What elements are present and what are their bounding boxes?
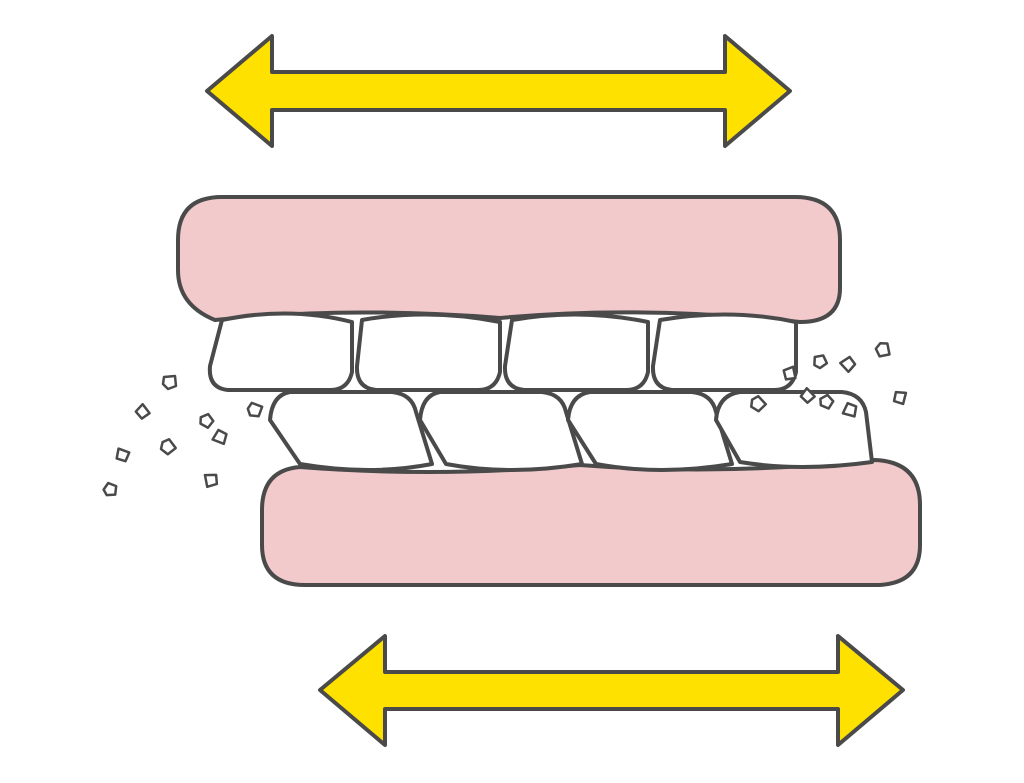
lower-double-arrow [318, 634, 905, 747]
tooth-fragment [134, 402, 151, 420]
lower-tooth [566, 390, 734, 472]
tooth-fragment [874, 341, 891, 358]
tooth-fragment [892, 390, 908, 406]
tooth-fragment [115, 447, 131, 463]
upper-double-arrow [205, 34, 792, 148]
upper-tooth [650, 312, 798, 392]
tooth-fragment [161, 374, 178, 391]
lower-tooth [714, 390, 874, 469]
upper-teeth [207, 311, 798, 392]
lower-tooth [268, 390, 434, 472]
lower-tooth [418, 390, 584, 472]
tooth-fragment [211, 428, 228, 446]
upper-tooth [207, 311, 354, 392]
tooth-fragments [102, 341, 908, 497]
upper-tooth [354, 312, 502, 392]
tooth-fragment [819, 393, 835, 410]
tooth-fragment [799, 387, 816, 404]
lower-teeth [268, 390, 874, 472]
tooth-fragment [159, 438, 177, 456]
lower-gum [260, 458, 922, 587]
tooth-fragment [102, 481, 118, 497]
tooth-fragment [841, 401, 858, 418]
tooth-fragment [813, 354, 829, 370]
tooth-fragment [839, 355, 857, 374]
tooth-fragment [199, 412, 215, 429]
upper-tooth [502, 312, 650, 392]
tooth-fragment [203, 473, 219, 489]
tooth-fragment [246, 401, 264, 418]
tooth-fragment [750, 394, 768, 413]
tooth-fragment [782, 365, 797, 381]
upper-gum [176, 195, 842, 324]
